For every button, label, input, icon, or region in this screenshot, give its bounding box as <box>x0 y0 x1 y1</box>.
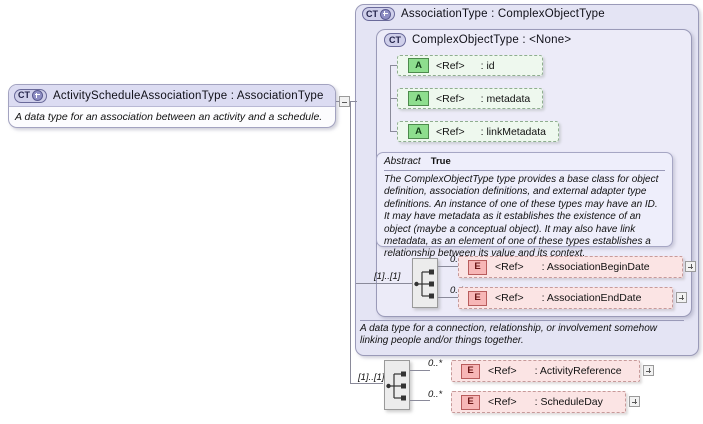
attribute-ref: <Ref> <box>436 92 465 105</box>
abstract-text: The ComplexObjectType type provides a ba… <box>384 174 659 260</box>
occurrence-label: 0..* <box>450 254 464 265</box>
attribute-connector-id <box>390 65 398 66</box>
element-row[interactable]: E <Ref> : AssociationEndDate <box>458 287 673 309</box>
sequence-icon <box>386 371 406 401</box>
element-ref: <Ref> <box>488 365 517 377</box>
occurrence-label: 0..* <box>428 389 443 400</box>
inner-type-header: CT ComplexObjectType : <None> <box>384 33 571 47</box>
element-badge: E <box>468 290 487 306</box>
sequence-icon <box>414 269 434 299</box>
complex-type-icon[interactable]: CT <box>384 33 406 47</box>
element-ref: <Ref> <box>495 292 524 304</box>
plus-icon <box>380 8 391 20</box>
element-ref: <Ref> <box>488 396 517 408</box>
base-type-title: AssociationType : ComplexObjectType <box>401 8 605 20</box>
plus-icon <box>32 90 43 101</box>
inner-type-title: ComplexObjectType : <None> <box>412 34 572 46</box>
expand-element-button[interactable] <box>685 261 696 272</box>
root-outbound-line <box>336 101 340 102</box>
inner-seq-branch-end <box>438 297 458 298</box>
root-type-documentation: A data type for an association between a… <box>15 111 323 123</box>
element-row[interactable]: E <Ref> : AssociationBeginDate <box>458 256 683 278</box>
attribute-connector-metadata <box>390 98 398 99</box>
expand-element-button[interactable] <box>629 396 640 407</box>
outer-sequence-compositor[interactable] <box>384 360 410 410</box>
attribute-badge: A <box>408 124 429 139</box>
attribute-ref: <Ref> <box>436 125 465 138</box>
attribute-badge: A <box>408 58 429 73</box>
abstract-documentation-block: Abstract True The ComplexObjectType type … <box>376 152 673 259</box>
base-panel-doc-divider <box>360 320 684 321</box>
abstract-label: Abstract <box>384 156 421 167</box>
root-branch-line <box>350 101 357 102</box>
attribute-name: : id <box>480 59 495 72</box>
element-name: : ActivityReference <box>534 365 622 377</box>
root-branch-vertical <box>350 101 351 383</box>
element-row[interactable]: E <Ref> : ScheduleDay <box>451 391 626 413</box>
root-type-header: CT ActivityScheduleAssociationType : Ass… <box>9 85 335 107</box>
element-badge: E <box>468 259 487 275</box>
abstract-value: True <box>430 156 451 167</box>
element-name: : AssociationEndDate <box>541 292 642 304</box>
complex-type-expand-icon[interactable]: CT <box>362 7 395 21</box>
inner-sequence-inbound-line <box>356 283 413 284</box>
complex-type-expand-icon[interactable]: CT <box>14 88 47 103</box>
outer-seq-branch-schedule <box>410 400 430 401</box>
attribute-name: : metadata <box>480 92 531 105</box>
element-ref: <Ref> <box>495 261 524 273</box>
attribute-notch-icon <box>398 56 407 75</box>
expand-element-button[interactable] <box>643 365 654 376</box>
attribute-ref: <Ref> <box>436 59 465 72</box>
inner-seq-branch-begin <box>438 266 458 267</box>
outer-sequence-cardinality: [1]..[1] <box>358 372 385 383</box>
element-name: : AssociationBeginDate <box>541 261 650 273</box>
element-row[interactable]: E <Ref> : ActivityReference <box>451 360 640 382</box>
occurrence-label: 0..* <box>450 285 464 296</box>
attribute-badge: A <box>408 91 429 106</box>
outer-seq-branch-activity <box>410 370 430 371</box>
attribute-row[interactable]: A <Ref> : metadata <box>397 88 543 109</box>
attribute-name: : linkMetadata <box>480 125 546 138</box>
attribute-row[interactable]: A <Ref> : linkMetadata <box>397 121 559 142</box>
abstract-divider <box>384 170 665 171</box>
attribute-row[interactable]: A <Ref> : id <box>397 55 543 76</box>
expand-element-button[interactable] <box>676 292 687 303</box>
abstract-row: Abstract True <box>384 156 665 169</box>
collapse-root-button[interactable] <box>339 96 350 107</box>
attribute-notch-icon <box>398 89 407 108</box>
inner-sequence-cardinality: [1]..[1] <box>374 271 401 282</box>
element-badge: E <box>461 363 480 379</box>
root-type-title: ActivityScheduleAssociationType : Associ… <box>53 89 324 102</box>
occurrence-label: 0..* <box>428 358 443 369</box>
root-type-box[interactable]: CT ActivityScheduleAssociationType : Ass… <box>8 84 336 128</box>
inner-sequence-compositor[interactable] <box>412 258 438 308</box>
attribute-notch-icon <box>398 122 407 141</box>
base-type-header: CT AssociationType : ComplexObjectType <box>362 7 605 21</box>
base-type-documentation: A data type for a connection, relationsh… <box>360 323 658 347</box>
element-badge: E <box>461 394 480 410</box>
root-to-outer-sequence-line <box>350 383 383 384</box>
attribute-connector-linkmetadata <box>390 131 398 132</box>
element-name: : ScheduleDay <box>534 396 603 408</box>
